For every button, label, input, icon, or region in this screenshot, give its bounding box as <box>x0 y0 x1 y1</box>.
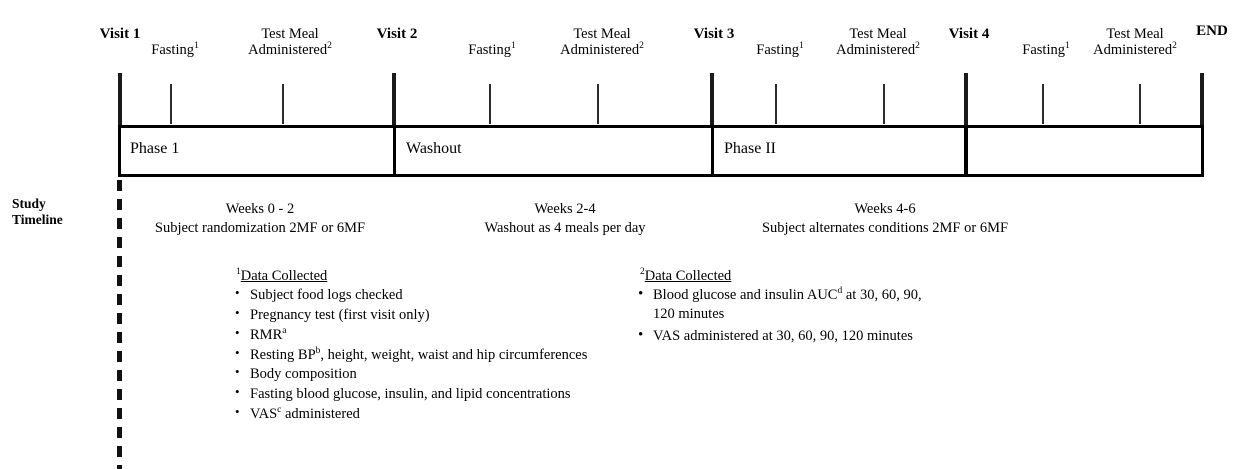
data-collected-heading: 1Data Collected <box>236 267 328 284</box>
tick-test-meal-1 <box>282 84 284 124</box>
phase-divider-washout <box>393 125 396 177</box>
tick-end <box>1200 73 1204 127</box>
tick-fasting-4 <box>1042 84 1044 124</box>
dashed-separator-line <box>117 180 122 469</box>
tick-fasting-2 <box>489 84 491 124</box>
event-label-fasting-3: Fasting1 <box>756 41 804 58</box>
list-item: Fasting blood glucose, insulin, and lipi… <box>232 384 632 404</box>
event-label-visit-3: Visit 3 <box>693 26 735 42</box>
event-label-visit-2: Visit 2 <box>376 26 418 42</box>
phase-label-phase-2: Phase II <box>724 140 776 157</box>
panel-data-collected-1: 1Data CollectedSubject food logs checked… <box>232 267 632 425</box>
list-item: Pregnancy test (first visit only) <box>232 305 632 325</box>
phase-bar: Phase 1 Washout Phase II <box>118 125 1204 177</box>
week-range-label: Weeks 0 - 2 <box>225 201 295 217</box>
study-timeline-caption-line: Timeline <box>12 211 63 227</box>
tick-visit-1 <box>118 73 122 127</box>
event-label-fasting-1: Fasting1 <box>151 41 199 58</box>
week-range-label: Weeks 2-4 <box>534 201 596 217</box>
tick-fasting-1 <box>170 84 172 124</box>
event-label-fasting-2: Fasting1 <box>468 41 516 58</box>
phase-divider-phase-end <box>964 125 968 177</box>
tick-test-meal-4 <box>1139 84 1141 124</box>
phase-label-washout: Washout <box>406 140 462 157</box>
tick-test-meal-3 <box>883 84 885 124</box>
week-range-label: Weeks 4-6 <box>854 201 916 217</box>
study-timeline-caption-line: Study <box>12 196 46 211</box>
week-block-weeks-0-2: Weeks 0 - 2 Subject randomization 2MF or … <box>155 200 365 238</box>
week-description-label: Subject alternates conditions 2MF or 6MF <box>761 219 1009 236</box>
tick-fasting-3 <box>775 84 777 124</box>
data-collected-list: Blood glucose and insulin AUCd at 30, 60… <box>636 285 936 346</box>
list-item: Blood glucose and insulin AUCd at 30, 60… <box>636 285 936 324</box>
list-item: Subject food logs checked <box>232 285 632 305</box>
week-description-label: Washout as 4 meals per day <box>484 219 646 236</box>
tick-visit-3 <box>710 73 714 127</box>
week-description-label: Subject randomization 2MF or 6MF <box>154 219 366 236</box>
data-collected-list: Subject food logs checkedPregnancy test … <box>232 285 632 424</box>
tick-visit-4 <box>964 73 968 127</box>
event-label-visit-4: Visit 4 <box>948 26 990 42</box>
panel-data-collected-2: 2Data CollectedBlood glucose and insulin… <box>636 267 936 349</box>
event-label-fasting-4: Fasting1 <box>1022 41 1070 58</box>
phase-label-phase-1: Phase 1 <box>130 140 180 157</box>
list-item: Resting BPb, height, weight, waist and h… <box>232 345 632 365</box>
phase-divider-phase-2 <box>711 125 714 177</box>
tick-visit-2 <box>392 73 396 127</box>
list-item: VASc administered <box>232 404 632 424</box>
data-collected-heading: 2Data Collected <box>640 267 732 284</box>
tick-test-meal-2 <box>597 84 599 124</box>
list-item: Body composition <box>232 364 632 384</box>
event-label-end: END <box>1196 23 1228 39</box>
event-label-visit-1: Visit 1 <box>99 26 141 42</box>
list-item: VAS administered at 30, 60, 90, 120 minu… <box>636 326 936 346</box>
list-item: RMRa <box>232 325 632 345</box>
